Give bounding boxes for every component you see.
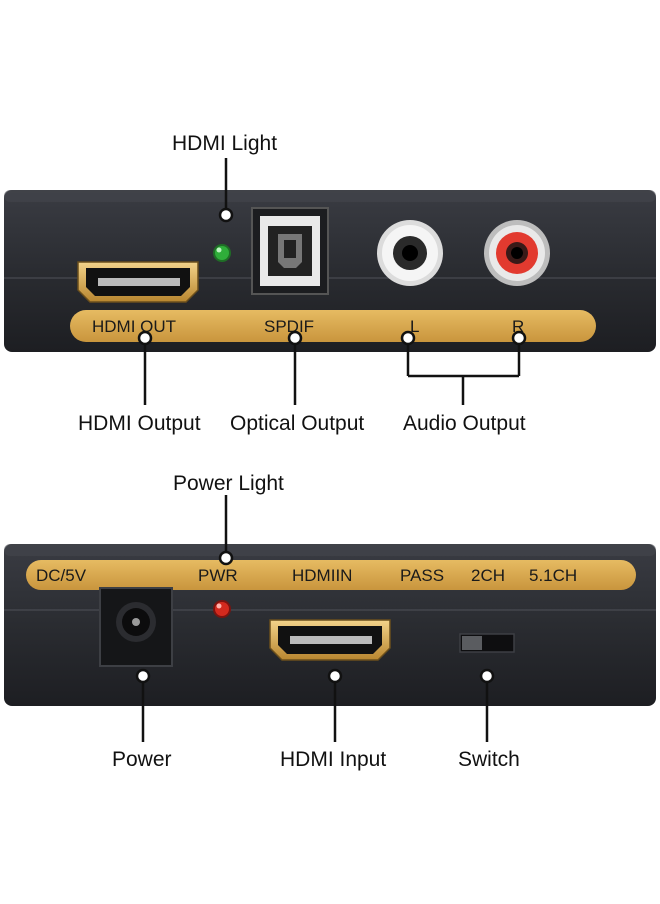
hdmi-led: [213, 244, 231, 262]
back-panel: DC/5V PWR HDMIIN PASS 2CH 5.1CH: [4, 544, 656, 706]
strip-label-pass: PASS: [400, 566, 444, 585]
power-led: [213, 600, 231, 618]
hdmi-out-port[interactable]: [77, 261, 199, 303]
callout-switch: Switch: [458, 748, 520, 771]
front-callout-markers: [137, 207, 527, 346]
callout-hdmi-light: HDMI Light: [172, 132, 277, 155]
spdif-port[interactable]: [251, 207, 329, 295]
callout-power-light: Power Light: [173, 472, 284, 495]
strip-label-spdif: SPDIF: [264, 317, 314, 336]
back-callout-markers: [135, 550, 495, 684]
strip-label-dc: DC/5V: [36, 566, 87, 585]
strip-label-2ch: 2CH: [471, 566, 505, 585]
strip-label-5-1ch: 5.1CH: [529, 566, 577, 585]
back-label-strip: [26, 560, 636, 590]
callout-optical-output: Optical Output: [230, 412, 364, 435]
strip-label-pwr: PWR: [198, 566, 238, 585]
callout-power: Power: [112, 748, 172, 771]
callout-hdmi-output: HDMI Output: [78, 412, 201, 435]
mode-switch[interactable]: [459, 633, 515, 653]
strip-label-left: L: [410, 317, 419, 336]
rca-right-port[interactable]: [484, 220, 550, 286]
back-callouts: [141, 495, 489, 742]
callout-audio-output: Audio Output: [403, 412, 526, 435]
front-panel: HDMI OUT SPDIF L R: [4, 190, 656, 352]
dc-power-jack[interactable]: [99, 587, 173, 667]
callout-hdmi-input: HDMI Input: [280, 748, 386, 771]
front-label-strip: [70, 310, 596, 342]
strip-label-hdmi-out: HDMI OUT: [92, 317, 176, 336]
rca-left-port[interactable]: [377, 220, 443, 286]
hdmi-in-port[interactable]: [269, 619, 391, 661]
strip-label-hdmi-in: HDMIIN: [292, 566, 352, 585]
